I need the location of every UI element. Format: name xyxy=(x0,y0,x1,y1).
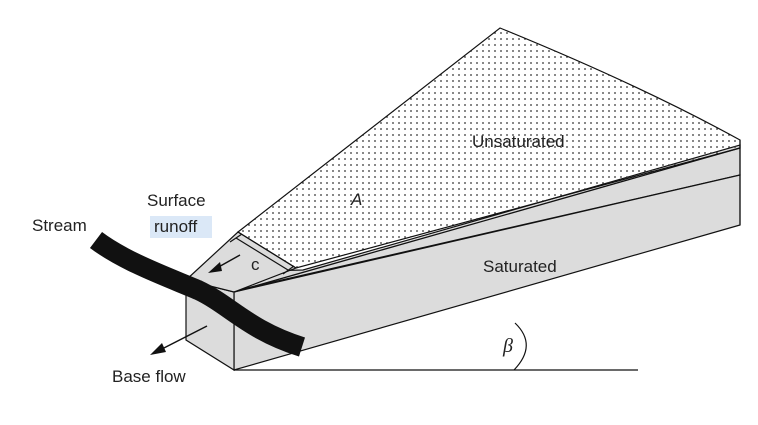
surface-runoff-arrowhead xyxy=(208,262,222,273)
c-dimension-tick-right xyxy=(282,265,295,275)
base-flow-arrowhead xyxy=(150,343,166,355)
beta-label: β xyxy=(502,335,513,357)
stream-label: Stream xyxy=(32,216,87,235)
c-label: c xyxy=(251,255,260,274)
c-dimension-line xyxy=(235,237,289,271)
base-flow-label: Base flow xyxy=(112,367,186,386)
saturated-label: Saturated xyxy=(483,257,557,276)
stream-channel xyxy=(89,231,306,357)
unsaturated-zone xyxy=(236,27,741,269)
base-flow-arrow xyxy=(159,325,208,351)
runoff-label: runoff xyxy=(154,217,197,236)
beta-angle-arc xyxy=(513,322,527,371)
c-dimension-tick-left xyxy=(229,233,243,243)
runoff-label-highlight xyxy=(150,216,212,238)
water-table-line xyxy=(233,147,741,293)
unsaturated-label: Unsaturated xyxy=(472,132,565,151)
surface-label: Surface xyxy=(147,191,206,210)
a-label: A xyxy=(350,190,362,209)
